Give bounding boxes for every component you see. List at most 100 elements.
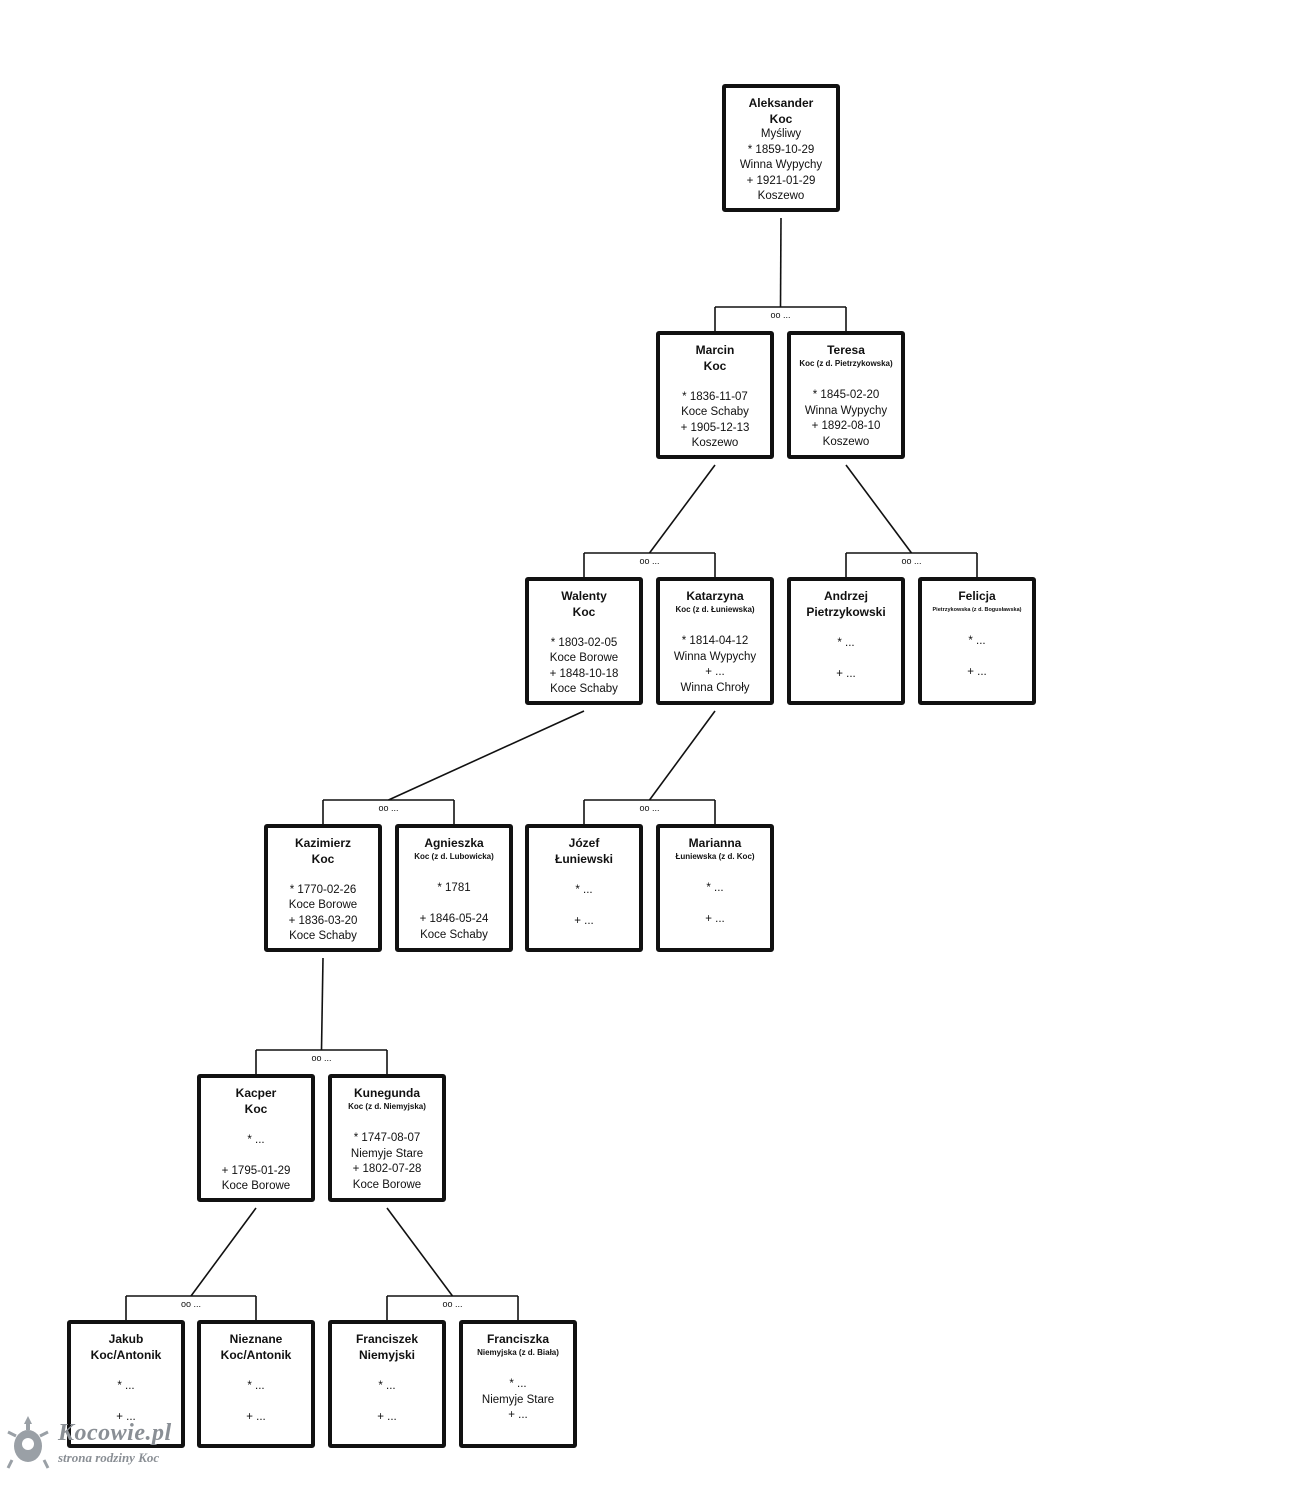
birth-place: Niemyje Stare bbox=[350, 1147, 424, 1160]
descent-line-kazimierz-agnieszka bbox=[388, 710, 585, 801]
birth-date: * ... bbox=[837, 636, 855, 649]
death-date: + ... bbox=[246, 1410, 266, 1423]
logo-text: Kocowie.pl bbox=[58, 1420, 172, 1446]
spacer bbox=[399, 897, 509, 913]
surname: Pietrzykowski bbox=[806, 604, 886, 619]
birth-date: * 1814-04-12 bbox=[681, 635, 749, 647]
spacer bbox=[71, 1394, 181, 1410]
descent-line-walenty-katarzyna bbox=[648, 464, 716, 554]
descent-line-andrzej-felicja bbox=[845, 464, 913, 554]
first-name: Kacper bbox=[235, 1086, 277, 1100]
descent-line-jakub-nieznane bbox=[190, 1207, 257, 1297]
birth-date: * 1845-02-20 bbox=[812, 389, 880, 401]
marriage-label-walenty-katarzyna: oo ... bbox=[629, 556, 670, 566]
birth-place: Winna Wypychy bbox=[739, 159, 823, 171]
marriage-label-jakub-nieznane: oo ... bbox=[171, 1299, 211, 1309]
spacer bbox=[529, 898, 639, 914]
married-name: Koc (z d. Lubowicka) bbox=[414, 851, 494, 861]
descent-line-jozef-marianna bbox=[648, 710, 716, 801]
married-name: Koc (z d. Łuniewska) bbox=[675, 604, 755, 614]
death-date: + ... bbox=[836, 667, 856, 680]
death-place: Koce Borowe bbox=[221, 1180, 291, 1192]
birth-date: * 1836-11-07 bbox=[682, 390, 748, 403]
death-place: Koce Borowe bbox=[352, 1178, 422, 1191]
surname: Koc bbox=[769, 111, 793, 126]
spacer bbox=[791, 373, 901, 389]
death-place: Winna Chroły bbox=[680, 681, 750, 694]
site-logo[interactable]: Kocowie.pl strona rodziny Koc bbox=[6, 1414, 196, 1470]
spacer bbox=[791, 651, 901, 667]
first-name: Teresa bbox=[827, 343, 865, 357]
death-date: + ... bbox=[377, 1410, 397, 1423]
death-date: + 1846-05-24 bbox=[419, 913, 489, 925]
spacer bbox=[463, 1362, 573, 1378]
marriage-label-franciszek-franciszka: oo ... bbox=[432, 1299, 473, 1309]
death-place: Koce Schaby bbox=[289, 930, 357, 942]
death-date: + 1836-03-20 bbox=[288, 914, 358, 927]
birth-place: Koce Schaby bbox=[681, 406, 749, 418]
death-date: + ... bbox=[967, 666, 987, 678]
surname: Niemyjski bbox=[358, 1347, 416, 1362]
descent-line-kacper-kunegunda bbox=[320, 957, 324, 1051]
first-name: Marcin bbox=[695, 343, 735, 357]
birth-date: * 1770-02-26 bbox=[289, 883, 357, 896]
death-place: Koce Schaby bbox=[420, 928, 488, 941]
birth-date: * 1859-10-29 bbox=[747, 143, 815, 156]
birth-date: * ... bbox=[968, 635, 986, 647]
death-date: + 1905-12-13 bbox=[680, 421, 750, 434]
death-date: + 1921-01-29 bbox=[746, 174, 816, 187]
death-date: + ... bbox=[508, 1409, 528, 1421]
first-name: Aleksander bbox=[748, 96, 814, 110]
death-date: + ... bbox=[574, 914, 594, 927]
spacer bbox=[201, 1117, 311, 1133]
death-date: + 1795-01-29 bbox=[221, 1164, 291, 1177]
surname: Koc/Antonik bbox=[220, 1347, 292, 1362]
marriage-label-jozef-marianna: oo ... bbox=[629, 803, 670, 813]
birth-date: * ... bbox=[706, 882, 724, 894]
birth-date: * ... bbox=[247, 1133, 265, 1146]
spacer bbox=[922, 619, 1032, 635]
birth-date: * ... bbox=[509, 1378, 527, 1390]
death-date: + ... bbox=[705, 913, 725, 925]
spacer bbox=[201, 1394, 311, 1410]
surname: Koc bbox=[572, 604, 596, 619]
first-name: Kazimierz bbox=[294, 836, 352, 850]
spacer bbox=[660, 866, 770, 882]
spacer bbox=[332, 1116, 442, 1132]
spacer bbox=[660, 897, 770, 913]
occupation: Myśliwy bbox=[760, 128, 802, 140]
death-place: Koszewo bbox=[691, 437, 739, 449]
logo-tagline: strona rodziny Koc bbox=[58, 1450, 160, 1465]
first-name: Jakub bbox=[108, 1332, 144, 1346]
first-name: Katarzyna bbox=[686, 589, 744, 603]
marriage-label-kacper-kunegunda: oo ... bbox=[301, 1053, 342, 1063]
coat-of-arms-icon bbox=[6, 1416, 50, 1469]
spacer bbox=[791, 620, 901, 636]
birth-place: Winna Wypychy bbox=[673, 650, 757, 663]
death-date: + 1802-07-28 bbox=[352, 1163, 422, 1175]
birth-date: * ... bbox=[575, 883, 593, 896]
first-name: Nieznane bbox=[229, 1332, 283, 1346]
birth-date: * 1747-08-07 bbox=[353, 1132, 421, 1144]
spacer bbox=[660, 619, 770, 635]
birth-date: * ... bbox=[378, 1379, 396, 1392]
first-name: Franciszek bbox=[355, 1332, 419, 1346]
